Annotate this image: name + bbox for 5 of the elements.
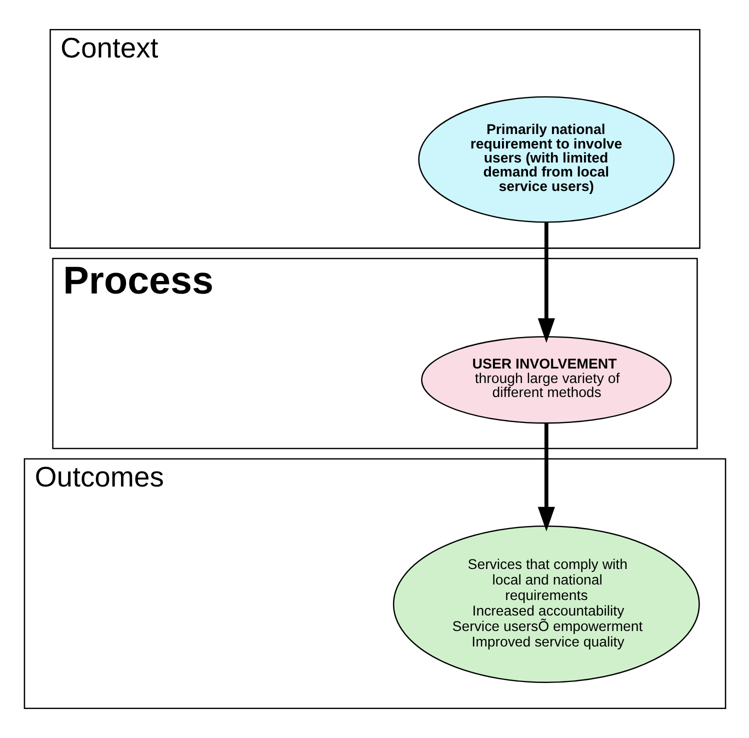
- arrow: [537, 222, 554, 343]
- node-ellipse: Primarily national requirement to involve users (with limited demand from local service users): [418, 96, 674, 223]
- node-ellipse: USER INVOLVEMENT through large variety of different methods: [420, 336, 672, 424]
- node-ellipse: Services that comply with local and national requirements Increased accountability Service usersÕ empowerment Improved service quality: [392, 525, 700, 683]
- arrow: [537, 422, 554, 532]
